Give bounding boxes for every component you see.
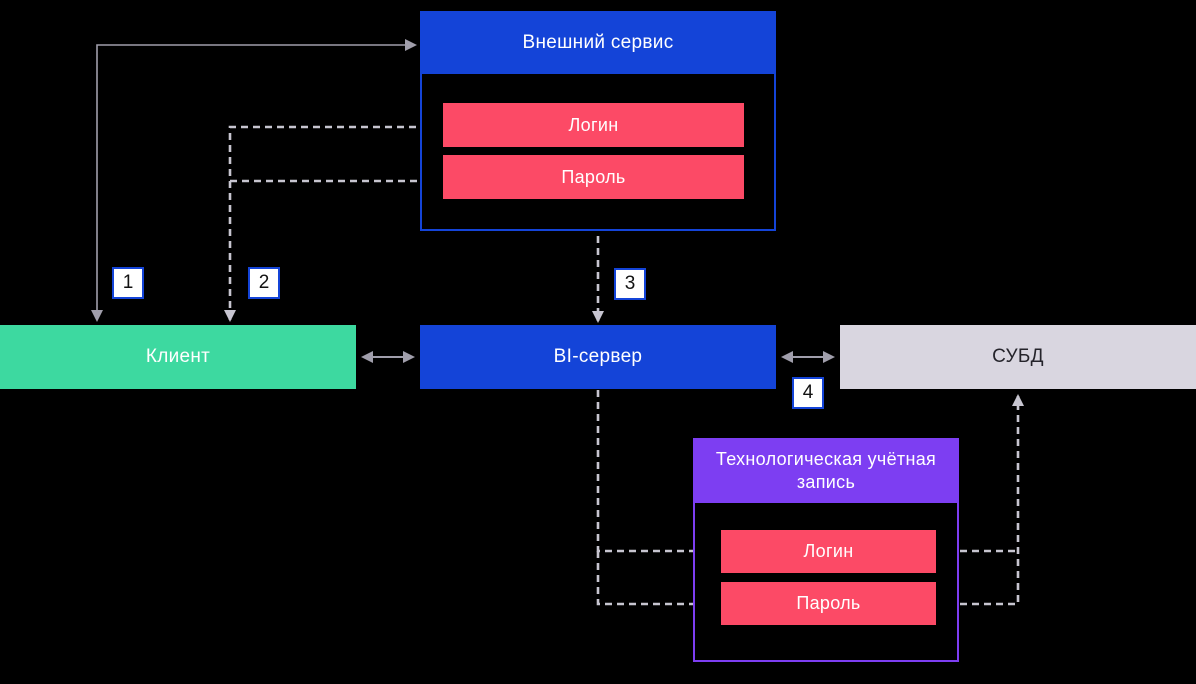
tech-account-password-field: Пароль <box>721 582 936 625</box>
tech-account-login-field: Логин <box>721 530 936 573</box>
external-service-body: Логин Пароль <box>422 74 774 229</box>
external-service-title: Внешний сервис <box>420 11 776 74</box>
step-label-4: 4 <box>792 377 824 409</box>
client-external-login-connector <box>224 121 440 322</box>
step-label-3: 3 <box>614 268 646 300</box>
bi-server-tech-password-connector <box>596 551 717 610</box>
step-label-2: 2 <box>248 267 280 299</box>
tech-account-box: Технологическая учётная запись Логин Пар… <box>693 438 959 662</box>
step-label-1: 1 <box>112 267 144 299</box>
external-service-box: Внешний сервис Логин Пароль <box>420 11 776 231</box>
tech-password-dbms-connector <box>936 394 1024 606</box>
client-external-service-connector <box>91 39 417 322</box>
client-box: Клиент <box>0 325 356 389</box>
bi-server-box: BI-сервер <box>420 325 776 389</box>
external-service-login-field: Логин <box>443 103 744 147</box>
tech-account-title: Технологическая учётная запись <box>693 438 959 503</box>
tech-account-body: Логин Пароль <box>695 503 957 660</box>
dbms-box: СУБД <box>840 325 1196 389</box>
external-service-password-field: Пароль <box>443 155 744 199</box>
